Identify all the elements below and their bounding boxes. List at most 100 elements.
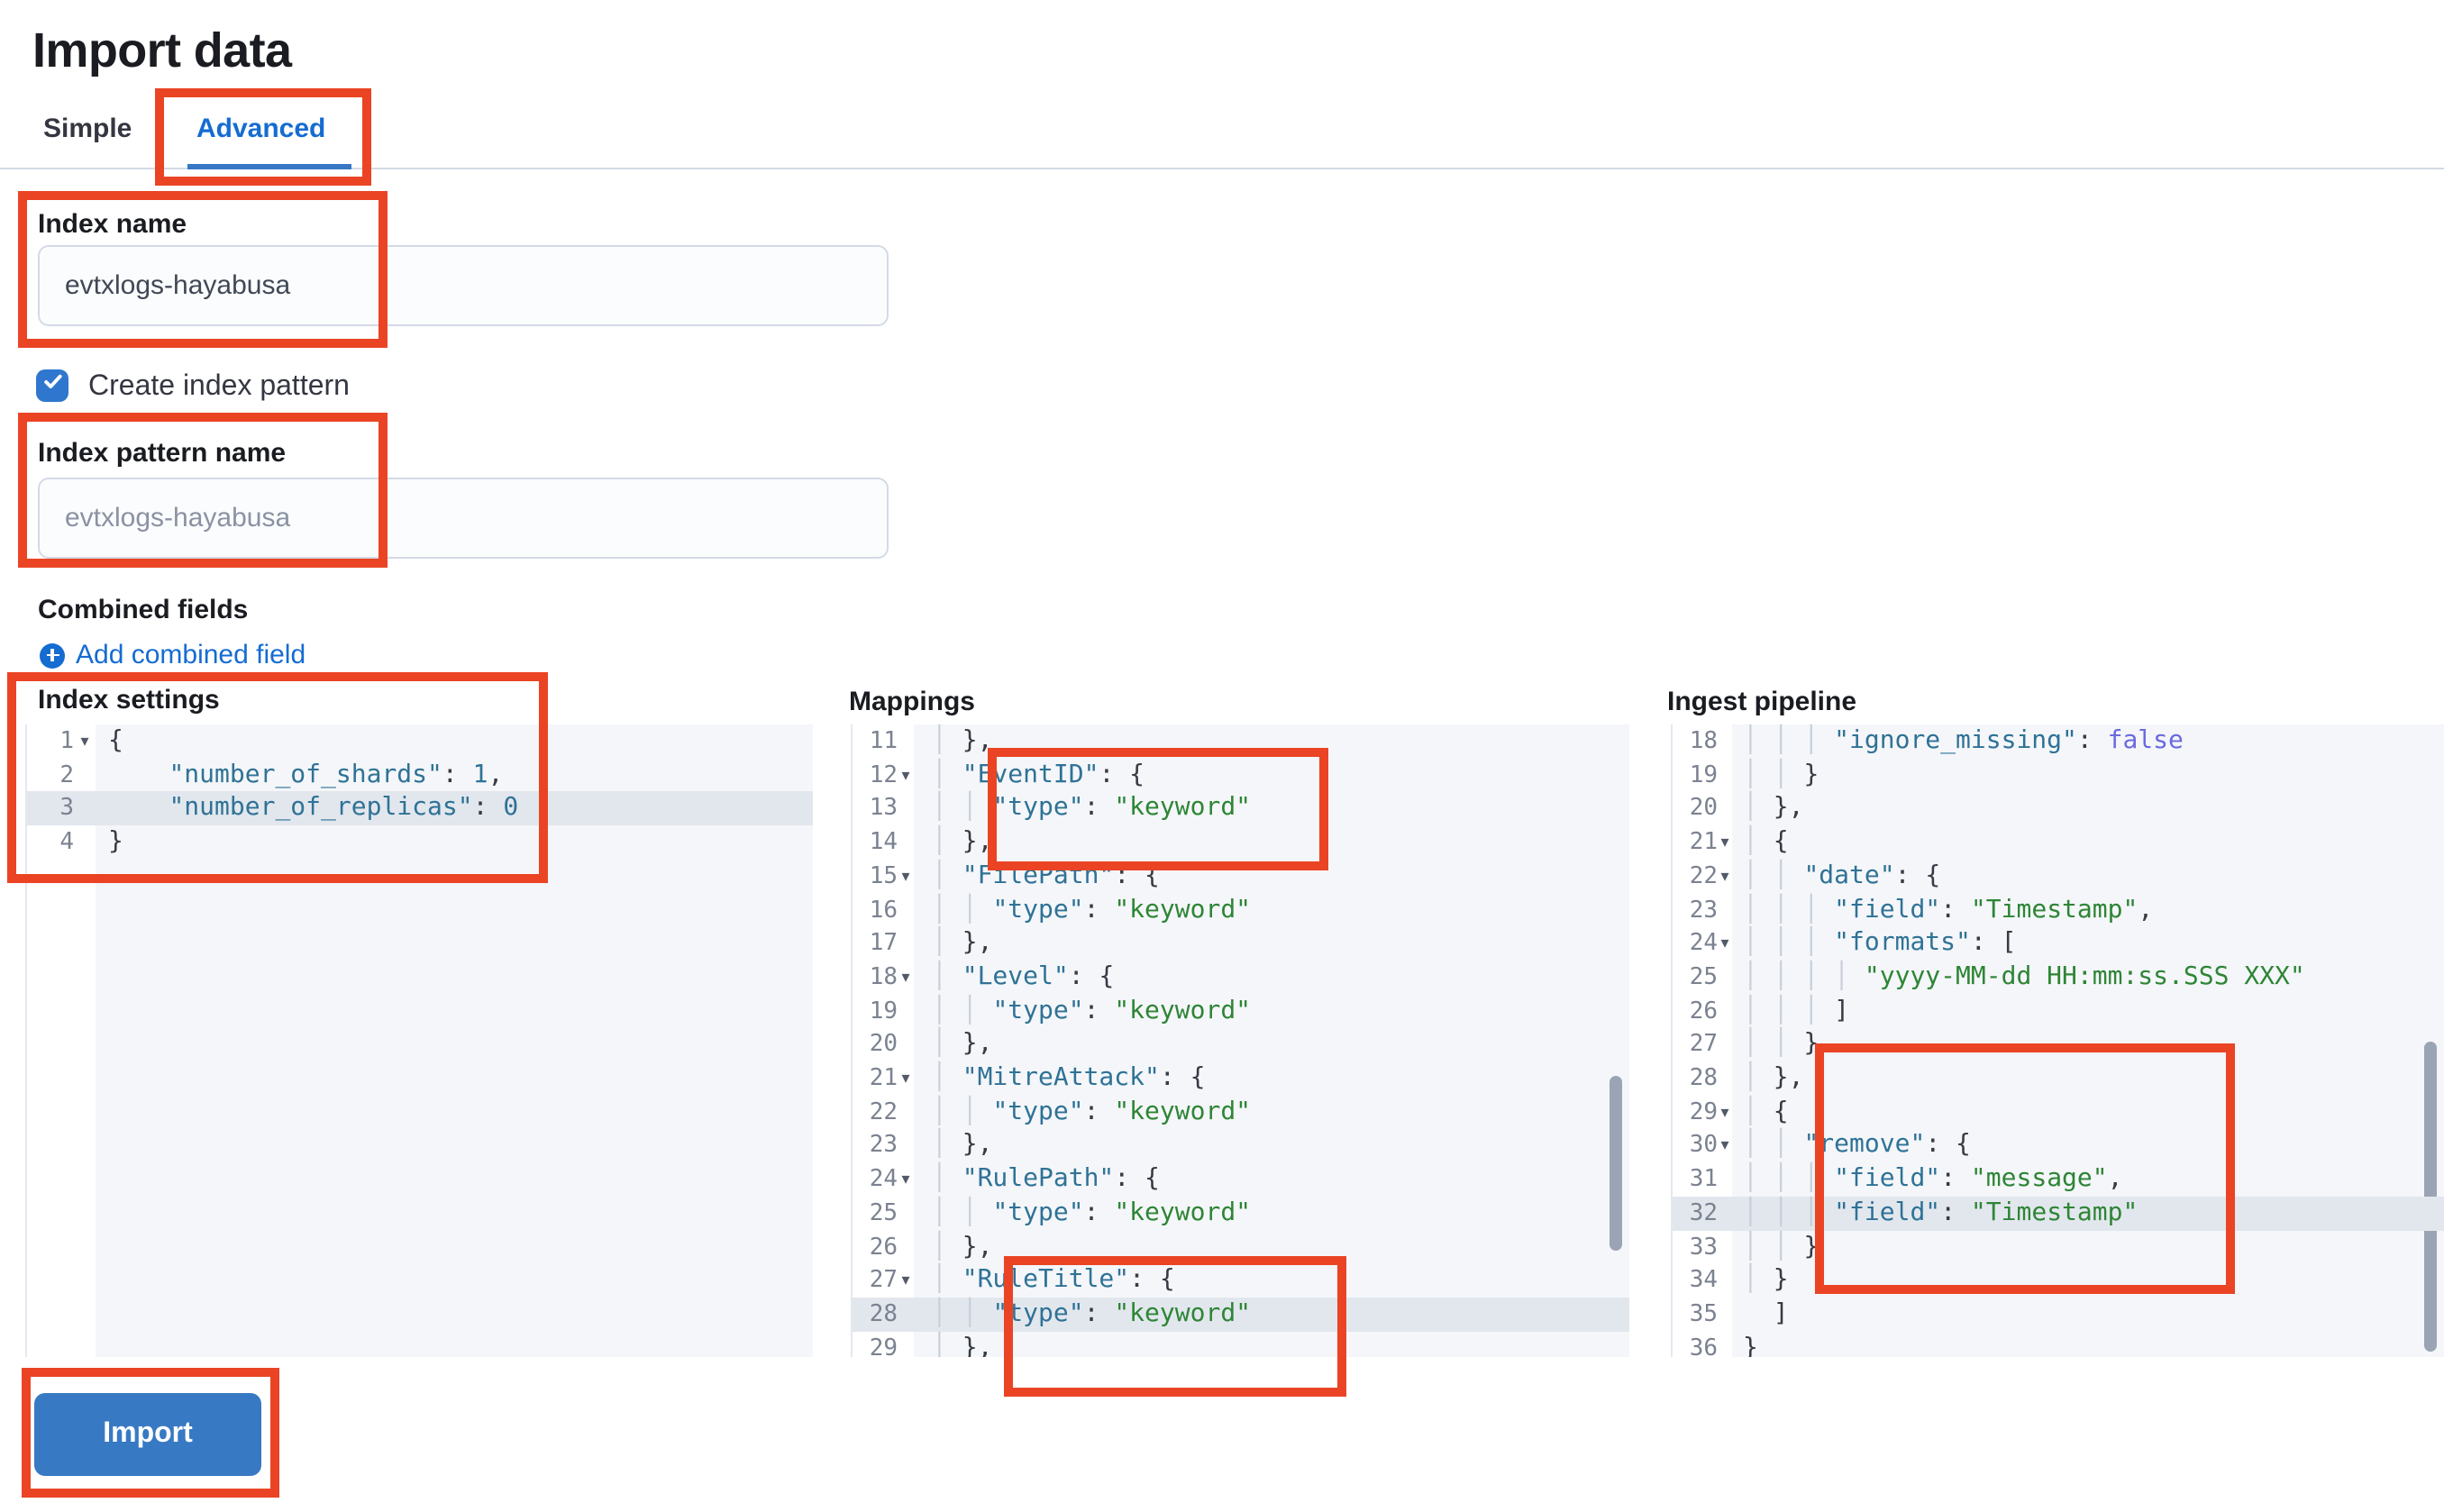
line-number: 26 — [869, 1234, 898, 1261]
line-number: 26 — [1689, 997, 1718, 1025]
code-line[interactable]: 23│ │ │ "field": "Timestamp", — [1673, 893, 2444, 927]
code-text: │ │ "type": "keyword" — [932, 996, 1252, 1025]
code-line[interactable]: 22▾│ │ "date": { — [1673, 860, 2444, 894]
import-button[interactable]: Import — [34, 1393, 261, 1476]
code-line[interactable]: 27│ │ } — [1673, 1028, 2444, 1062]
fold-arrow-icon[interactable]: ▾ — [1720, 866, 1729, 885]
code-text: │ }, — [932, 1130, 993, 1160]
code-line[interactable]: 24▾│ "RulePath": { — [853, 1162, 1629, 1197]
code-text: │ }, — [1743, 1063, 1804, 1092]
code-line[interactable]: 26│ }, — [853, 1230, 1629, 1264]
active-line-highlight — [27, 791, 813, 826]
fold-arrow-icon[interactable]: ▾ — [901, 1170, 910, 1189]
code-line[interactable]: 13│ │ "type": "keyword" — [853, 792, 1629, 826]
tab-advanced[interactable]: Advanced — [196, 114, 326, 144]
code-text: │ │ │ "field": "Timestamp" — [1743, 1198, 2138, 1227]
code-line[interactable]: 17│ }, — [853, 926, 1629, 961]
index-name-input[interactable] — [38, 245, 889, 326]
code-line[interactable]: 27▾ │ "RuleTitle": { — [853, 1263, 1629, 1298]
code-line[interactable]: 21▾│ "MitreAttack": { — [853, 1061, 1629, 1096]
line-number: 25 — [1689, 963, 1718, 991]
code-line[interactable]: 30▾│ │ "remove": { — [1673, 1129, 2444, 1163]
code-text: │ "RuleTitle": { — [932, 1265, 1175, 1295]
create-index-pattern-checkbox[interactable] — [36, 369, 68, 402]
code-line[interactable]: 24▾│ │ │ "formats": [ — [1673, 926, 2444, 961]
code-line[interactable]: 18│ │ │ "ignore_missing": false — [1673, 724, 2444, 759]
editor-code-area — [96, 724, 813, 1357]
fold-arrow-icon[interactable]: ▾ — [1720, 1102, 1729, 1121]
add-combined-field-label: Add combined field — [76, 640, 306, 670]
code-line[interactable]: 26│ │ │ ] — [1673, 994, 2444, 1028]
code-line[interactable]: 22│ │ "type": "keyword" — [853, 1095, 1629, 1129]
code-line[interactable]: 11│ }, — [853, 724, 1629, 759]
code-line[interactable]: 33│ │ } — [1673, 1230, 2444, 1264]
code-line[interactable]: 18▾│ "Level": { — [853, 961, 1629, 995]
line-number: 17 — [869, 930, 898, 958]
fold-arrow-icon[interactable]: ▾ — [901, 1271, 910, 1289]
code-line[interactable]: 28│ │ "type": "keyword" — [853, 1298, 1629, 1332]
code-line[interactable]: 15▾│ "FilePath": { — [853, 860, 1629, 894]
tabs-divider — [0, 168, 2444, 169]
code-text: │ } — [1743, 1265, 1789, 1295]
scrollbar-thumb[interactable] — [1610, 1076, 1622, 1251]
line-number: 29 — [1689, 1098, 1718, 1126]
mappings-editor[interactable]: 11│ },12▾│ "EventID": {13│ │ "type": "ke… — [851, 724, 1629, 1357]
code-line[interactable]: 21▾│ { — [1673, 825, 2444, 860]
code-line[interactable]: 35 ] — [1673, 1298, 2444, 1332]
tab-advanced-underline — [187, 164, 351, 169]
code-line[interactable]: 2 "number_of_shards": 1, — [27, 758, 813, 792]
editor-code-area — [1732, 724, 2444, 1357]
code-text: │ │ "type": "keyword" — [932, 895, 1252, 924]
code-text: } — [108, 827, 123, 857]
line-number: 23 — [1689, 897, 1718, 924]
line-number: 28 — [869, 1300, 898, 1328]
code-line[interactable]: 28 │ }, — [1673, 1061, 2444, 1096]
code-text: │ }, — [1743, 793, 1804, 823]
line-number: 27 — [869, 1267, 898, 1295]
code-line[interactable]: 3 "number_of_replicas": 0 — [27, 792, 813, 826]
code-line[interactable]: 25│ │ "type": "keyword" — [853, 1197, 1629, 1231]
code-text: │ │ │ "field": "message", — [1743, 1164, 2123, 1194]
code-line[interactable]: 4} — [27, 825, 813, 860]
code-line[interactable]: 20│ }, — [1673, 792, 2444, 826]
line-number: 16 — [869, 897, 898, 924]
index-settings-editor[interactable]: 1▾{2 "number_of_shards": 1,3 "number_of_… — [25, 724, 813, 1357]
fold-arrow-icon[interactable]: ▾ — [901, 866, 910, 885]
code-line[interactable]: 25│ │ │ │ "yyyy-MM-dd HH:mm:ss.SSS XXX" — [1673, 961, 2444, 995]
line-number: 35 — [1689, 1300, 1718, 1328]
fold-arrow-icon[interactable]: ▾ — [901, 967, 910, 986]
code-line[interactable]: 16 │ │ "type": "keyword" — [853, 893, 1629, 927]
line-number: 21 — [869, 1065, 898, 1092]
code-line[interactable]: 36} — [1673, 1331, 2444, 1357]
code-line[interactable]: 32│ │ │ "field": "Timestamp" — [1673, 1197, 2444, 1231]
code-text: │ { — [1743, 1097, 1789, 1126]
code-line[interactable]: 19│ │ "type": "keyword" — [853, 994, 1629, 1028]
line-number: 34 — [1689, 1267, 1718, 1295]
line-number: 22 — [869, 1098, 898, 1126]
line-number: 28 — [1689, 1065, 1718, 1092]
code-line[interactable]: 29▾ │ { — [1673, 1095, 2444, 1129]
fold-arrow-icon[interactable]: ▾ — [1720, 934, 1729, 952]
code-line[interactable]: 29│ }, — [853, 1331, 1629, 1357]
line-number: 30 — [1689, 1132, 1718, 1160]
tab-simple[interactable]: Simple — [43, 114, 132, 144]
index-pattern-name-input[interactable] — [38, 478, 889, 559]
code-line[interactable]: 20│ }, — [853, 1028, 1629, 1062]
add-combined-field-link[interactable]: Add combined field — [40, 640, 306, 670]
code-text: │ }, — [932, 1333, 993, 1357]
fold-arrow-icon[interactable]: ▾ — [80, 732, 89, 750]
fold-arrow-icon[interactable]: ▾ — [1720, 1135, 1729, 1154]
code-text: } — [1743, 1333, 1758, 1357]
fold-arrow-icon[interactable]: ▾ — [901, 765, 910, 784]
line-number: 20 — [869, 1031, 898, 1059]
code-line[interactable]: 12▾│ "EventID": { — [853, 758, 1629, 792]
fold-arrow-icon[interactable]: ▾ — [1720, 833, 1729, 852]
code-line[interactable]: 14│ }, — [853, 825, 1629, 860]
code-line[interactable]: 1▾{ — [27, 724, 813, 759]
code-line[interactable]: 23│ }, — [853, 1129, 1629, 1163]
fold-arrow-icon[interactable]: ▾ — [901, 1069, 910, 1087]
code-line[interactable]: 34 │ } — [1673, 1263, 2444, 1298]
code-line[interactable]: 19│ │ } — [1673, 758, 2444, 792]
code-line[interactable]: 31│ │ │ "field": "message", — [1673, 1162, 2444, 1197]
